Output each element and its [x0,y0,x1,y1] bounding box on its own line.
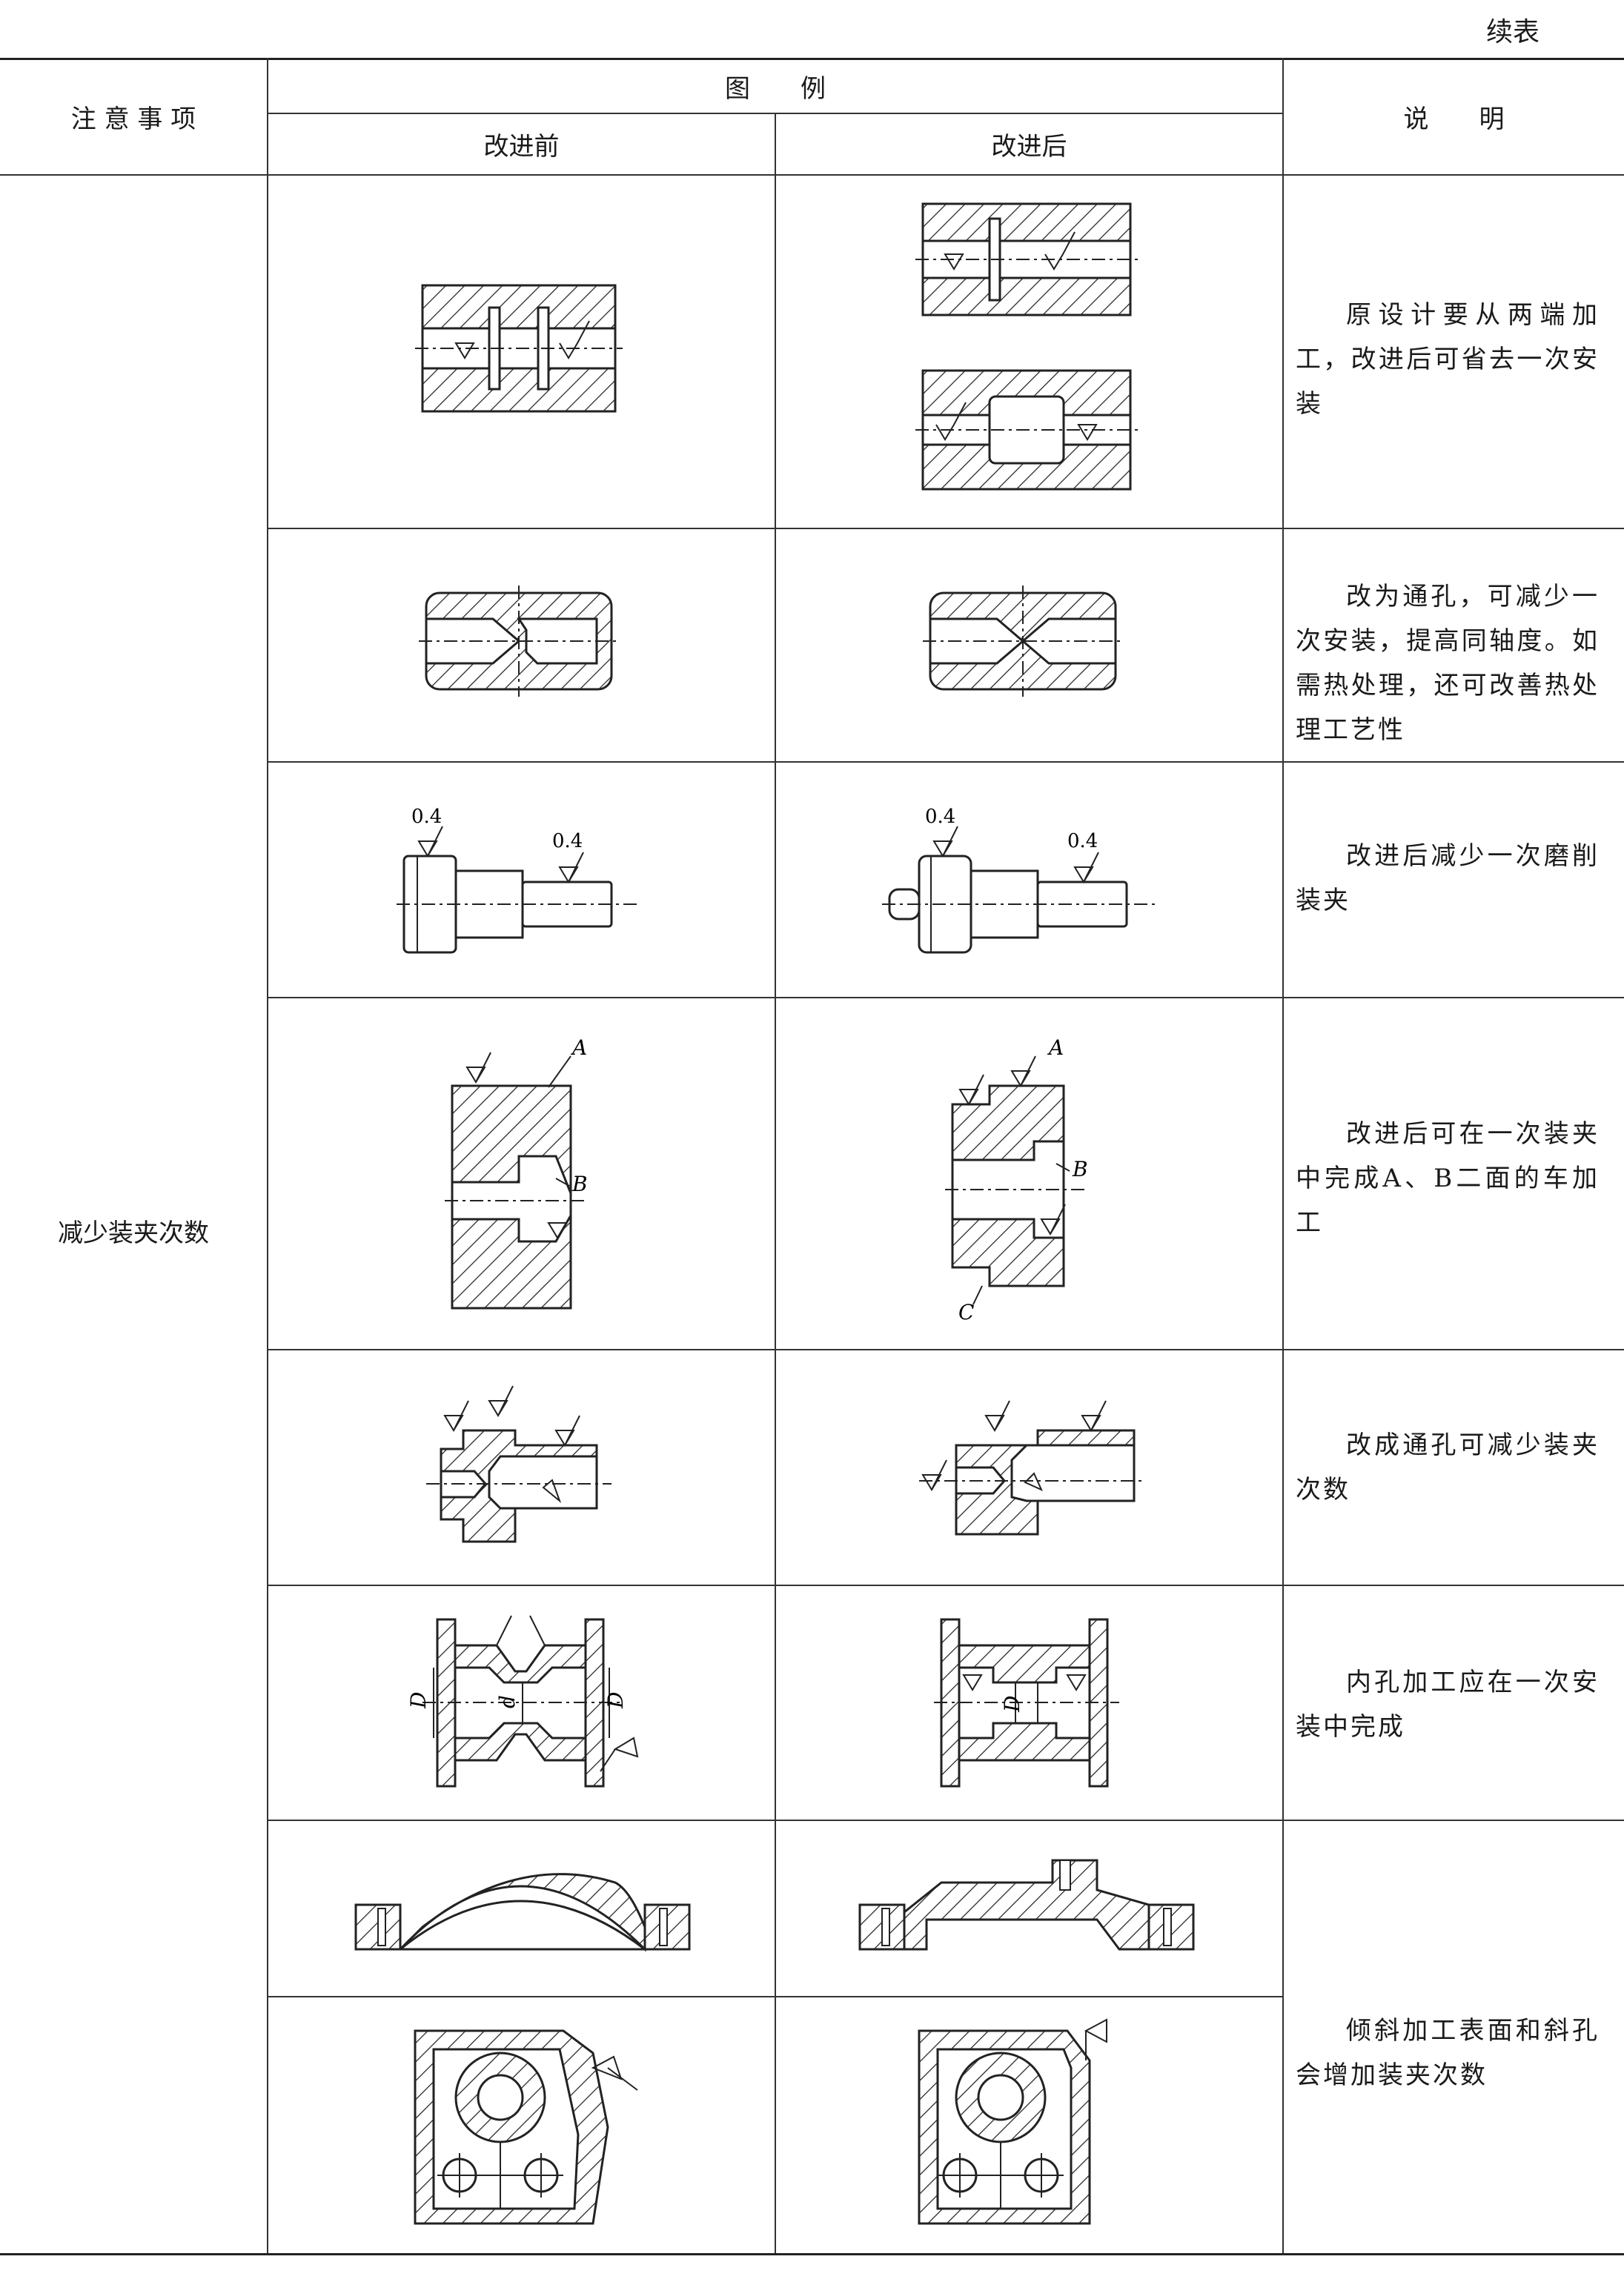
row7-before-drawing-a [354,1873,691,1952]
row3-note: 改进后减少一次磨削装夹 [1296,841,1600,915]
continued-label: 续表 [1486,17,1540,47]
row6-after-drawing: D [934,1618,1119,1788]
row6-before-label-d: d [495,1695,520,1708]
row1-after-drawing-b [915,369,1138,491]
row3-before-roughness-2: 0.4 [552,830,583,852]
row3-after-drawing: 0.4 0.4 [882,806,1156,954]
col-divider-2 [775,113,776,2253]
row4-after-label-c: C [958,1300,974,1323]
row1-note: 原设计要从两端加工，改进后可省去一次安装 [1296,300,1600,419]
header-matters: 注 意 事 项 [70,105,196,134]
row-rule-6 [267,1820,1624,1821]
row6-note: 内孔加工应在一次安装中完成 [1296,1668,1600,1742]
header-note: 说 明 [1403,105,1505,134]
row6-before-label-D-right: D [603,1692,628,1709]
row7-note: 倾斜加工表面和斜孔会增加装夹次数 [1296,2016,1600,2090]
row6-after-label-D: D [1000,1696,1024,1713]
row4-after-label-b: B [1072,1157,1088,1181]
row5-after-drawing [919,1400,1141,1536]
row-rule-3 [267,997,1624,998]
group-label: 减少装夹次数 [58,1218,209,1248]
row4-note: 改进后可在一次装夹中完成A、B二面的车加工 [1296,1119,1600,1238]
row6-before-drawing: D d D [406,1615,639,1788]
row4-before-label-a: A [570,1035,587,1060]
row1-before-drawing [415,284,623,413]
row5-note: 改成通孔可减少装夹次数 [1296,1430,1600,1505]
row4-before-label-b: B [571,1172,588,1196]
row4-after-drawing: A B C [945,1035,1088,1323]
row2-after-drawing [923,586,1123,697]
row-rule-4 [267,1349,1624,1350]
row3-before-drawing: 0.4 0.4 [397,806,641,954]
row1-after-drawing-a [915,202,1138,316]
header-after: 改进后 [991,132,1067,162]
row5-before-drawing [426,1385,612,1543]
row-rule-5 [267,1585,1624,1586]
row3-after-roughness-2: 0.4 [1067,830,1098,852]
row7-after-drawing-b [918,2018,1107,2225]
row2-before-drawing [419,586,619,697]
row6-before-label-D-left: D [406,1692,431,1709]
col-divider-3 [1282,58,1284,2253]
row7-before-drawing-b [414,2029,638,2225]
row4-before-drawing: A B [445,1035,588,1310]
header-before: 改进前 [483,132,560,162]
row-rule-2 [267,761,1624,763]
row3-after-roughness-1: 0.4 [925,806,955,828]
header-illustration: 图 例 [725,73,826,104]
row4-after-label-a: A [1047,1035,1064,1060]
row7-after-drawing-a [858,1859,1195,1951]
col-divider-1 [267,58,268,2253]
table-bottom-rule [0,2253,1624,2255]
row-rule-1 [267,528,1624,529]
row3-before-roughness-1: 0.4 [411,806,442,828]
row2-note: 改为通孔，可减少一次安装，提高同轴度。如需热处理，还可改善热处理工艺性 [1296,582,1600,745]
header-bottom-rule [0,174,1624,176]
row-rule-7-inner [267,1996,1282,1997]
table-top-rule [0,58,1624,60]
